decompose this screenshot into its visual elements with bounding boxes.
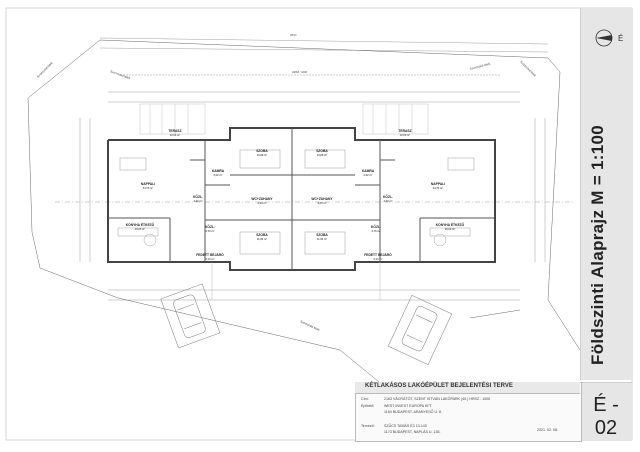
boundary-left (27, 97, 41, 269)
car-icon-right (401, 306, 438, 352)
room-11-name: WC+ZUHANY (311, 197, 333, 201)
room-17-area: 2,13 m² (374, 257, 383, 261)
room-2-name: SZOBA (316, 149, 328, 153)
building-walls (107, 127, 496, 271)
room-4-area: 34,73 m² (143, 186, 154, 190)
room-5-name: KAMRA (212, 169, 225, 173)
room-19-area: 3,76 m² (372, 229, 381, 233)
boundary-top (27, 39, 561, 99)
tb-label-address: Cím: (361, 397, 369, 401)
boundary-label-2: Szomszéd telek (519, 60, 537, 78)
hrsz-axis: HRSZ.: 1006 (292, 70, 308, 74)
total-dim: 28,03 (290, 33, 297, 37)
room-8-area: 4,92 m² (194, 199, 203, 203)
room-0-name: TERASZ (168, 129, 181, 133)
room-10-name: WC+ZUHANY (251, 197, 273, 201)
room-16-name: FEDETT BEJÁRÓ (196, 252, 224, 257)
tb-label-client: Építtető: (361, 404, 375, 408)
room-15-area: 16,03 m² (445, 227, 456, 231)
sheet-title: Földszinti Alaprajz M = 1:100 (588, 125, 607, 365)
boundary-label-3: Szomszéd telek (300, 319, 321, 332)
boundary-label-5: Szomszéd telek (469, 61, 491, 70)
terrace-grid (139, 103, 429, 135)
tb-date: 2021. 02. 08. (537, 428, 558, 432)
room-12-area: 11,60 m² (257, 237, 267, 241)
boundary-label-1: Szomszéd telek (36, 61, 54, 79)
north-arrow-icon: É (595, 29, 623, 47)
room-18-name: KÖZL. (205, 225, 215, 229)
entry-paths (211, 262, 381, 300)
room-4-name: NAPPALI (141, 182, 155, 186)
room-7-name: NAPPALI (431, 182, 445, 186)
room-6-area: 2,02 m² (364, 173, 373, 177)
tb-value-client: WEST INVEST EUROPA KFT. (384, 404, 433, 408)
boundary-right (547, 71, 581, 351)
room-15-name: KONYHA ÉTKEZŐ (436, 222, 465, 227)
room-2-area: 10,88 m² (317, 153, 328, 157)
room-14-name: KONYHA ÉTKEZŐ (126, 222, 155, 227)
room-1-area: 10,88 m² (257, 153, 268, 157)
room-11-area: 3,26 m² (318, 201, 327, 205)
parking-right (387, 294, 453, 366)
side-panel (580, 8, 633, 380)
boundary-label-4: Szomszéd telek (110, 69, 132, 80)
sheet-number: É - 02 (593, 394, 619, 439)
room-19-name: KÖZL. (371, 225, 381, 229)
north-label: É (618, 34, 623, 43)
room-16-area: 2,13 m² (206, 257, 215, 261)
room-8-name: KÖZL. (193, 195, 203, 199)
sheet-frame (5, 7, 633, 441)
room-7-area: 34,73 m² (433, 186, 444, 190)
tb-value-client-address: 1184 BUDAPEST, ARANYESŐ U. 8. (384, 410, 443, 414)
room-18-area: 3,76 m² (206, 229, 215, 233)
tb-value-address: 2163 VÁCRÁTÓT, SZENT ISTVÁN LAKÓPARK (40… (384, 397, 491, 401)
sheet-number-box (580, 382, 632, 441)
room-labels: TERASZ 12,00 m² SZOBA 10,88 m² SZOBA 10,… (126, 129, 465, 261)
project-title: KÉTLAKÁSOS LAKÓÉPÜLET BEJELENTÉSI TERVE (365, 383, 513, 389)
site-boundary (27, 39, 581, 396)
room-3-name: TERASZ (398, 129, 411, 133)
dimension-chains (79, 37, 549, 301)
parking-left (160, 283, 221, 349)
tb-value-designer: SZŰCS TAMÁS É3 13-143 (384, 424, 427, 428)
room-10-area: 3,26 m² (258, 201, 267, 205)
car-icon-left (173, 294, 206, 338)
room-9-name: KÖZL. (383, 195, 393, 199)
tb-label-designer: Tervező: (361, 424, 375, 428)
interior-walls (108, 128, 495, 270)
room-14-area: 16,03 m² (135, 227, 146, 231)
room-5-area: 2,02 m² (214, 173, 223, 177)
room-13-area: 11,60 m² (317, 237, 327, 241)
tb-value-designer-address: 1173 BUDAPEST, NAPLÁS U. 136. (384, 430, 441, 434)
boundary-bottom-left (39, 267, 396, 396)
room-9-area: 4,92 m² (384, 199, 393, 203)
room-3-area: 12,00 m² (400, 133, 411, 137)
boundary-bottom-right (469, 309, 521, 319)
room-17-name: FEDETT BEJÁRÓ (364, 252, 392, 257)
room-1-name: SZOBA (256, 149, 268, 153)
room-6-name: KAMRA (362, 169, 375, 173)
title-block-header (355, 382, 580, 394)
room-13-name: SZOBA (316, 233, 328, 237)
furniture (117, 149, 475, 255)
room-12-name: SZOBA (256, 233, 268, 237)
room-0-area: 12,00 m² (170, 133, 181, 137)
